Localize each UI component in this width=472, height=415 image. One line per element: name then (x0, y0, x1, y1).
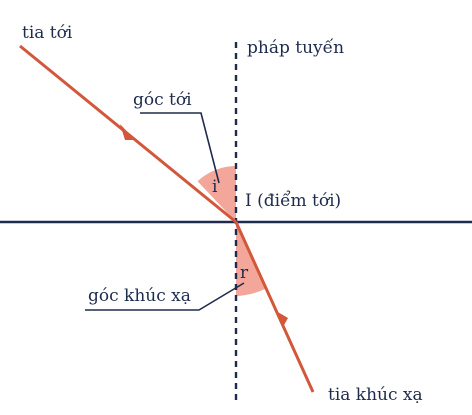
normal-label: pháp tuyến (247, 38, 344, 58)
incidence-point-label: I (điểm tới) (245, 191, 341, 211)
refracted-arrow-head (276, 311, 288, 327)
angle-refraction-leader (85, 282, 245, 311)
angle-refraction-symbol: r (240, 263, 249, 283)
refracted-ray (234, 221, 315, 393)
refracted-ray-label: tia khúc xạ (328, 385, 423, 405)
angle-incidence-symbol: i (212, 177, 218, 197)
incident-arrow-head (120, 124, 135, 140)
angle-incidence-leader (140, 112, 220, 184)
angle-incidence-label: góc tới (133, 90, 192, 110)
angle-refraction-label: góc khúc xạ (88, 286, 191, 306)
incident-ray-label: tia tới (22, 23, 73, 43)
angle-incidence-wedge (197, 165, 236, 222)
